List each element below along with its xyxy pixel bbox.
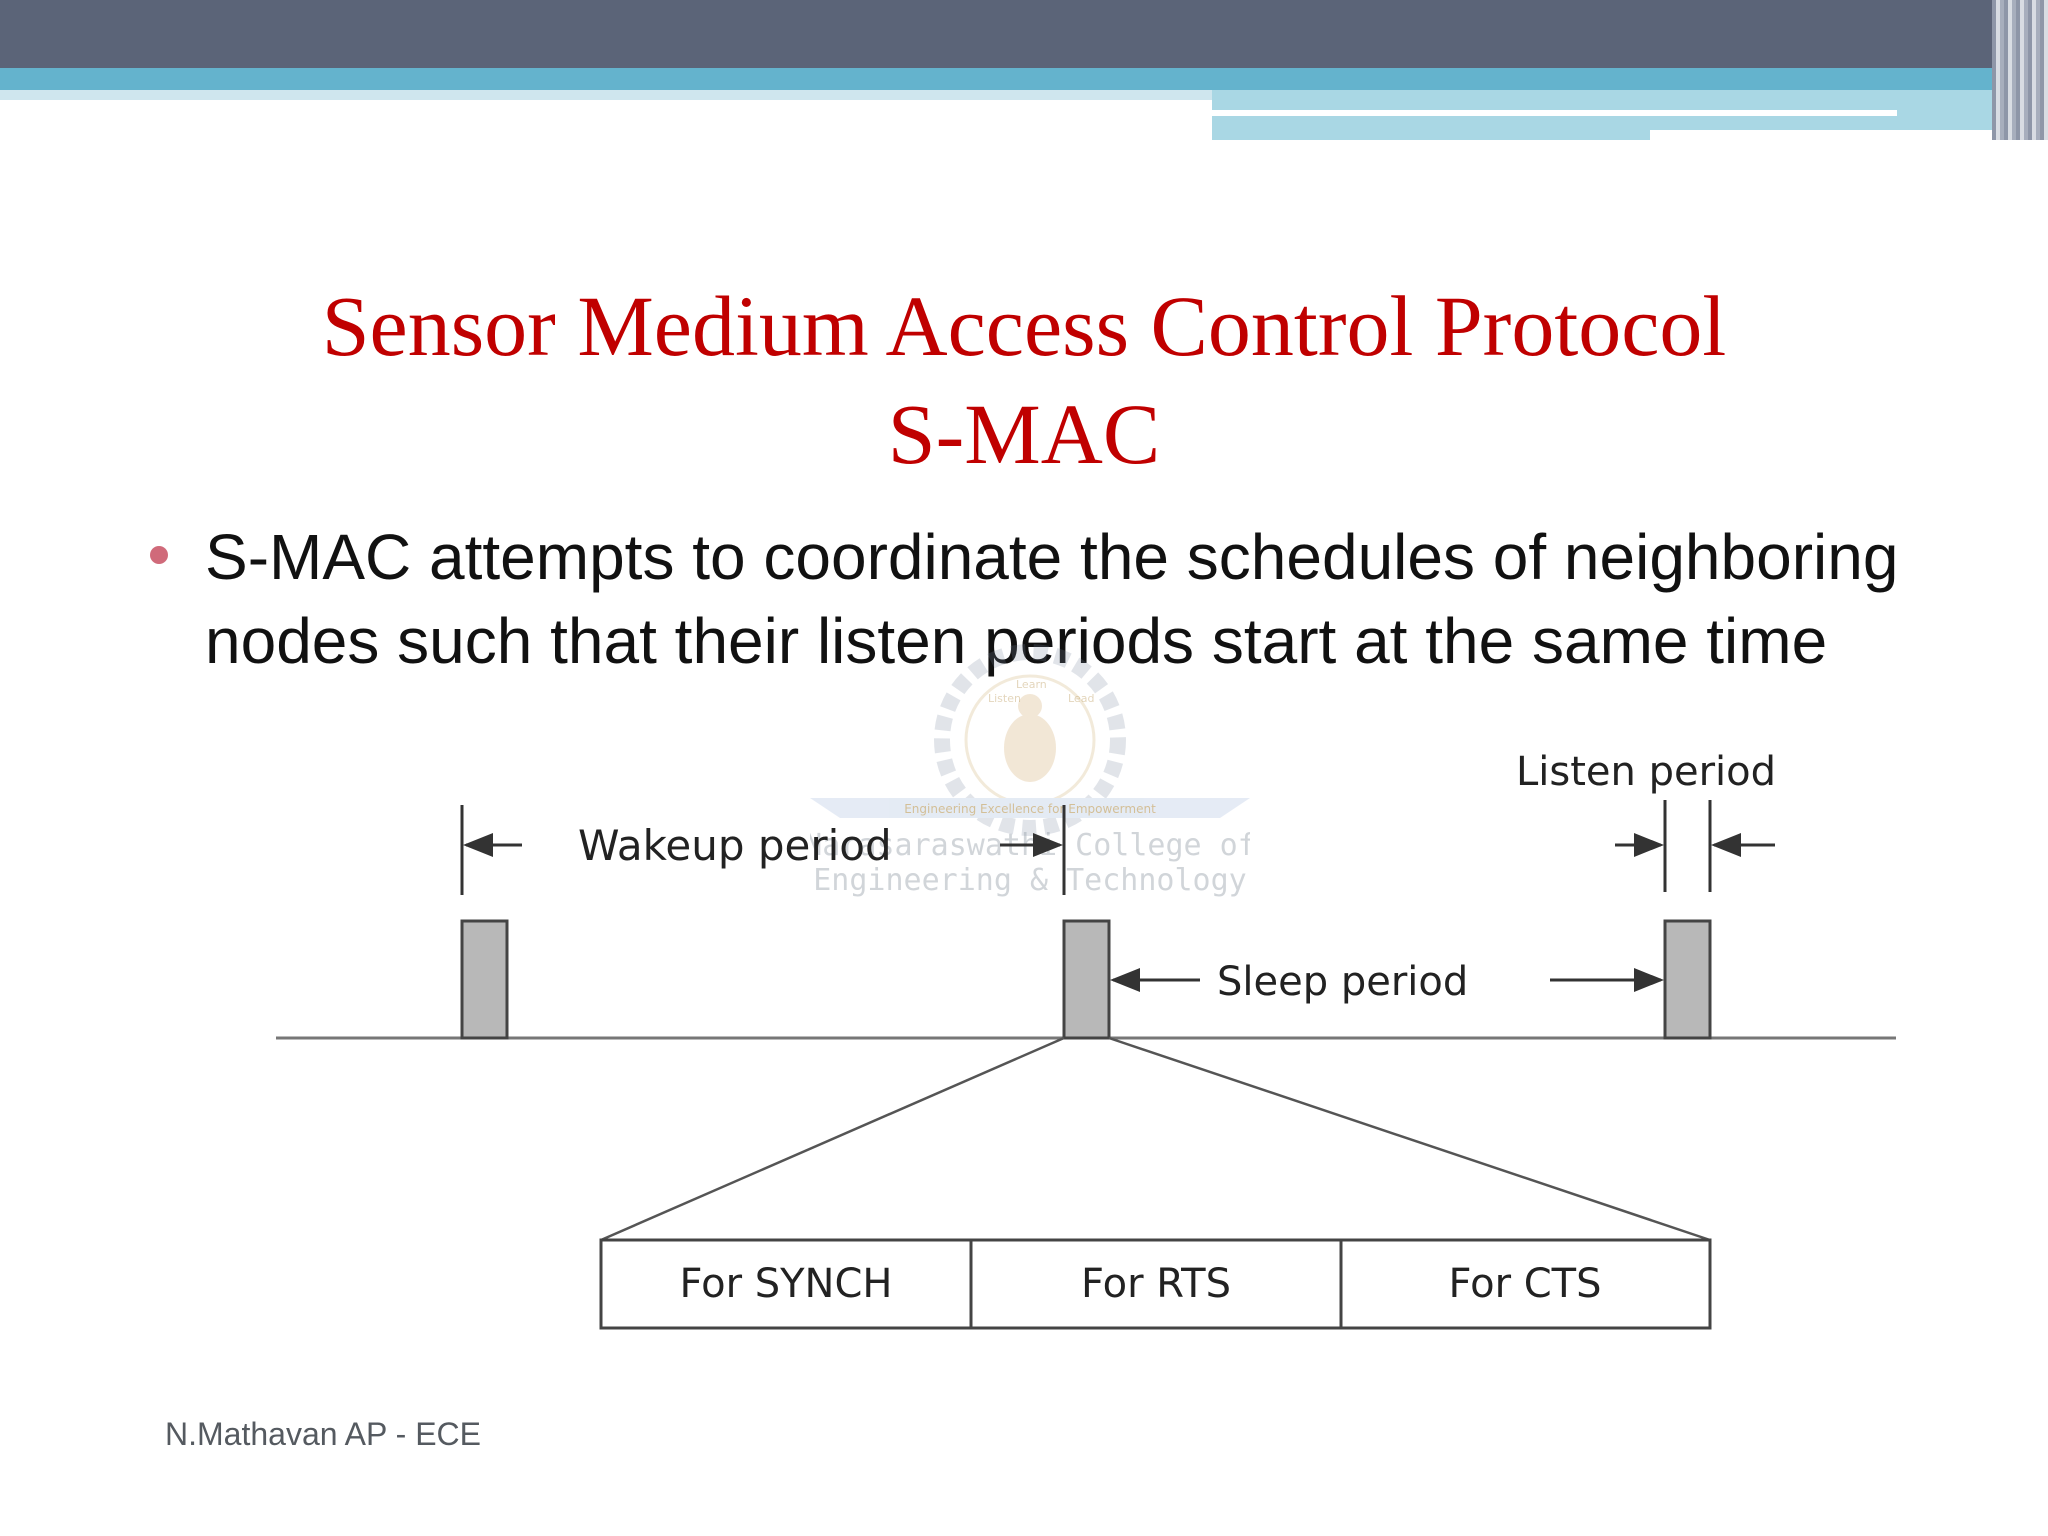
header-edge-stripes [1992, 0, 2048, 140]
watermark-banner: Engineering Excellence for Empowerment [904, 802, 1156, 816]
segment-cts [1339, 1238, 1712, 1330]
header-stripe-short [1650, 130, 1992, 140]
bullet-text: S-MAC attempts to coordinate the schedul… [205, 521, 1899, 677]
watermark-ring-word: Lead [1068, 692, 1094, 705]
zoom-line-left [600, 1036, 1065, 1242]
listen-period-label: Listen period [1516, 749, 1776, 795]
listen-block [1663, 919, 1712, 1040]
header-stripe [1212, 110, 1897, 116]
bullet-dot-icon [150, 546, 168, 564]
sleep-period-label: Sleep period [1217, 959, 1468, 1005]
slide-title: Sensor Medium Access Control Protocol S-… [0, 272, 2048, 488]
segment-rts [969, 1238, 1343, 1330]
segment-synch [599, 1238, 973, 1330]
title-line-1: Sensor Medium Access Control Protocol [321, 278, 1727, 374]
wakeup-period-label: Wakeup period [578, 821, 892, 870]
smac-timing-diagram: Wakeup period Listen period Sleep period… [276, 749, 1896, 1330]
listen-block [460, 919, 509, 1040]
segment-cts-label: For CTS [1449, 1261, 1602, 1307]
watermark-college-line-2: Engineering & Technology [813, 863, 1246, 898]
zoom-line-right [1108, 1036, 1711, 1242]
watermark-ring-word: Learn [1016, 678, 1047, 691]
header-bar-dark [0, 0, 2048, 68]
watermark-ring-word: Listen [988, 692, 1021, 705]
segment-synch-label: For SYNCH [680, 1261, 893, 1307]
header-bar-cyan [0, 68, 2048, 90]
slide-footer: N.Mathavan AP - ECE [165, 1416, 481, 1452]
listen-block [1062, 919, 1111, 1040]
title-line-2: S-MAC [887, 386, 1161, 482]
segment-rts-label: For RTS [1081, 1261, 1231, 1307]
header-bar-pale [0, 90, 1212, 100]
